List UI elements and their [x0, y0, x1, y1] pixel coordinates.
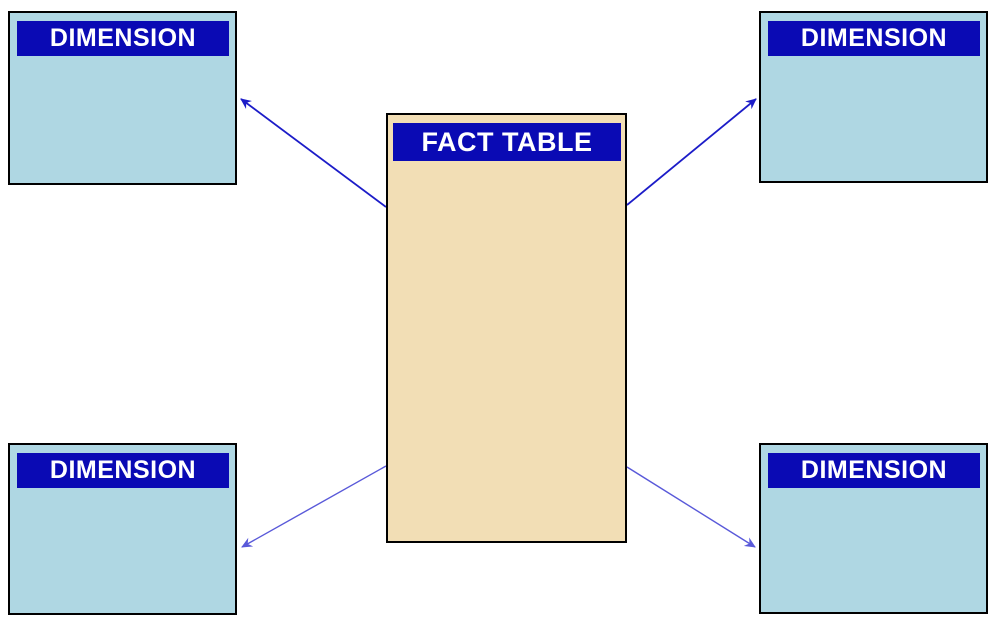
dimension-table-title: DIMENSION	[49, 456, 197, 484]
dimension-table-header: DIMENSION	[17, 21, 229, 56]
dimension-table-bottom-right[interactable]: DIMENSION	[759, 443, 988, 614]
fact-table-title: FACT TABLE	[421, 126, 593, 157]
arrow-fact-to-dimension-bottom-left	[241, 465, 387, 548]
dimension-table-header: DIMENSION	[17, 453, 229, 488]
fact-table[interactable]: FACT TABLE	[386, 113, 627, 543]
dimension-table-header: DIMENSION	[768, 453, 980, 488]
dimension-table-title: DIMENSION	[49, 24, 197, 52]
dimension-table-bottom-left[interactable]: DIMENSION	[8, 443, 237, 615]
dimension-table-top-right[interactable]: DIMENSION	[759, 11, 988, 183]
fact-table-header: FACT TABLE	[393, 123, 621, 161]
arrow-fact-to-dimension-top-right	[626, 98, 757, 206]
dimension-table-title: DIMENSION	[800, 24, 948, 52]
arrow-fact-to-dimension-bottom-right	[626, 466, 756, 548]
dimension-table-top-left[interactable]: DIMENSION	[8, 11, 237, 185]
dimension-table-title: DIMENSION	[800, 456, 948, 484]
arrow-fact-to-dimension-top-left	[240, 98, 387, 208]
dimension-table-header: DIMENSION	[768, 21, 980, 56]
